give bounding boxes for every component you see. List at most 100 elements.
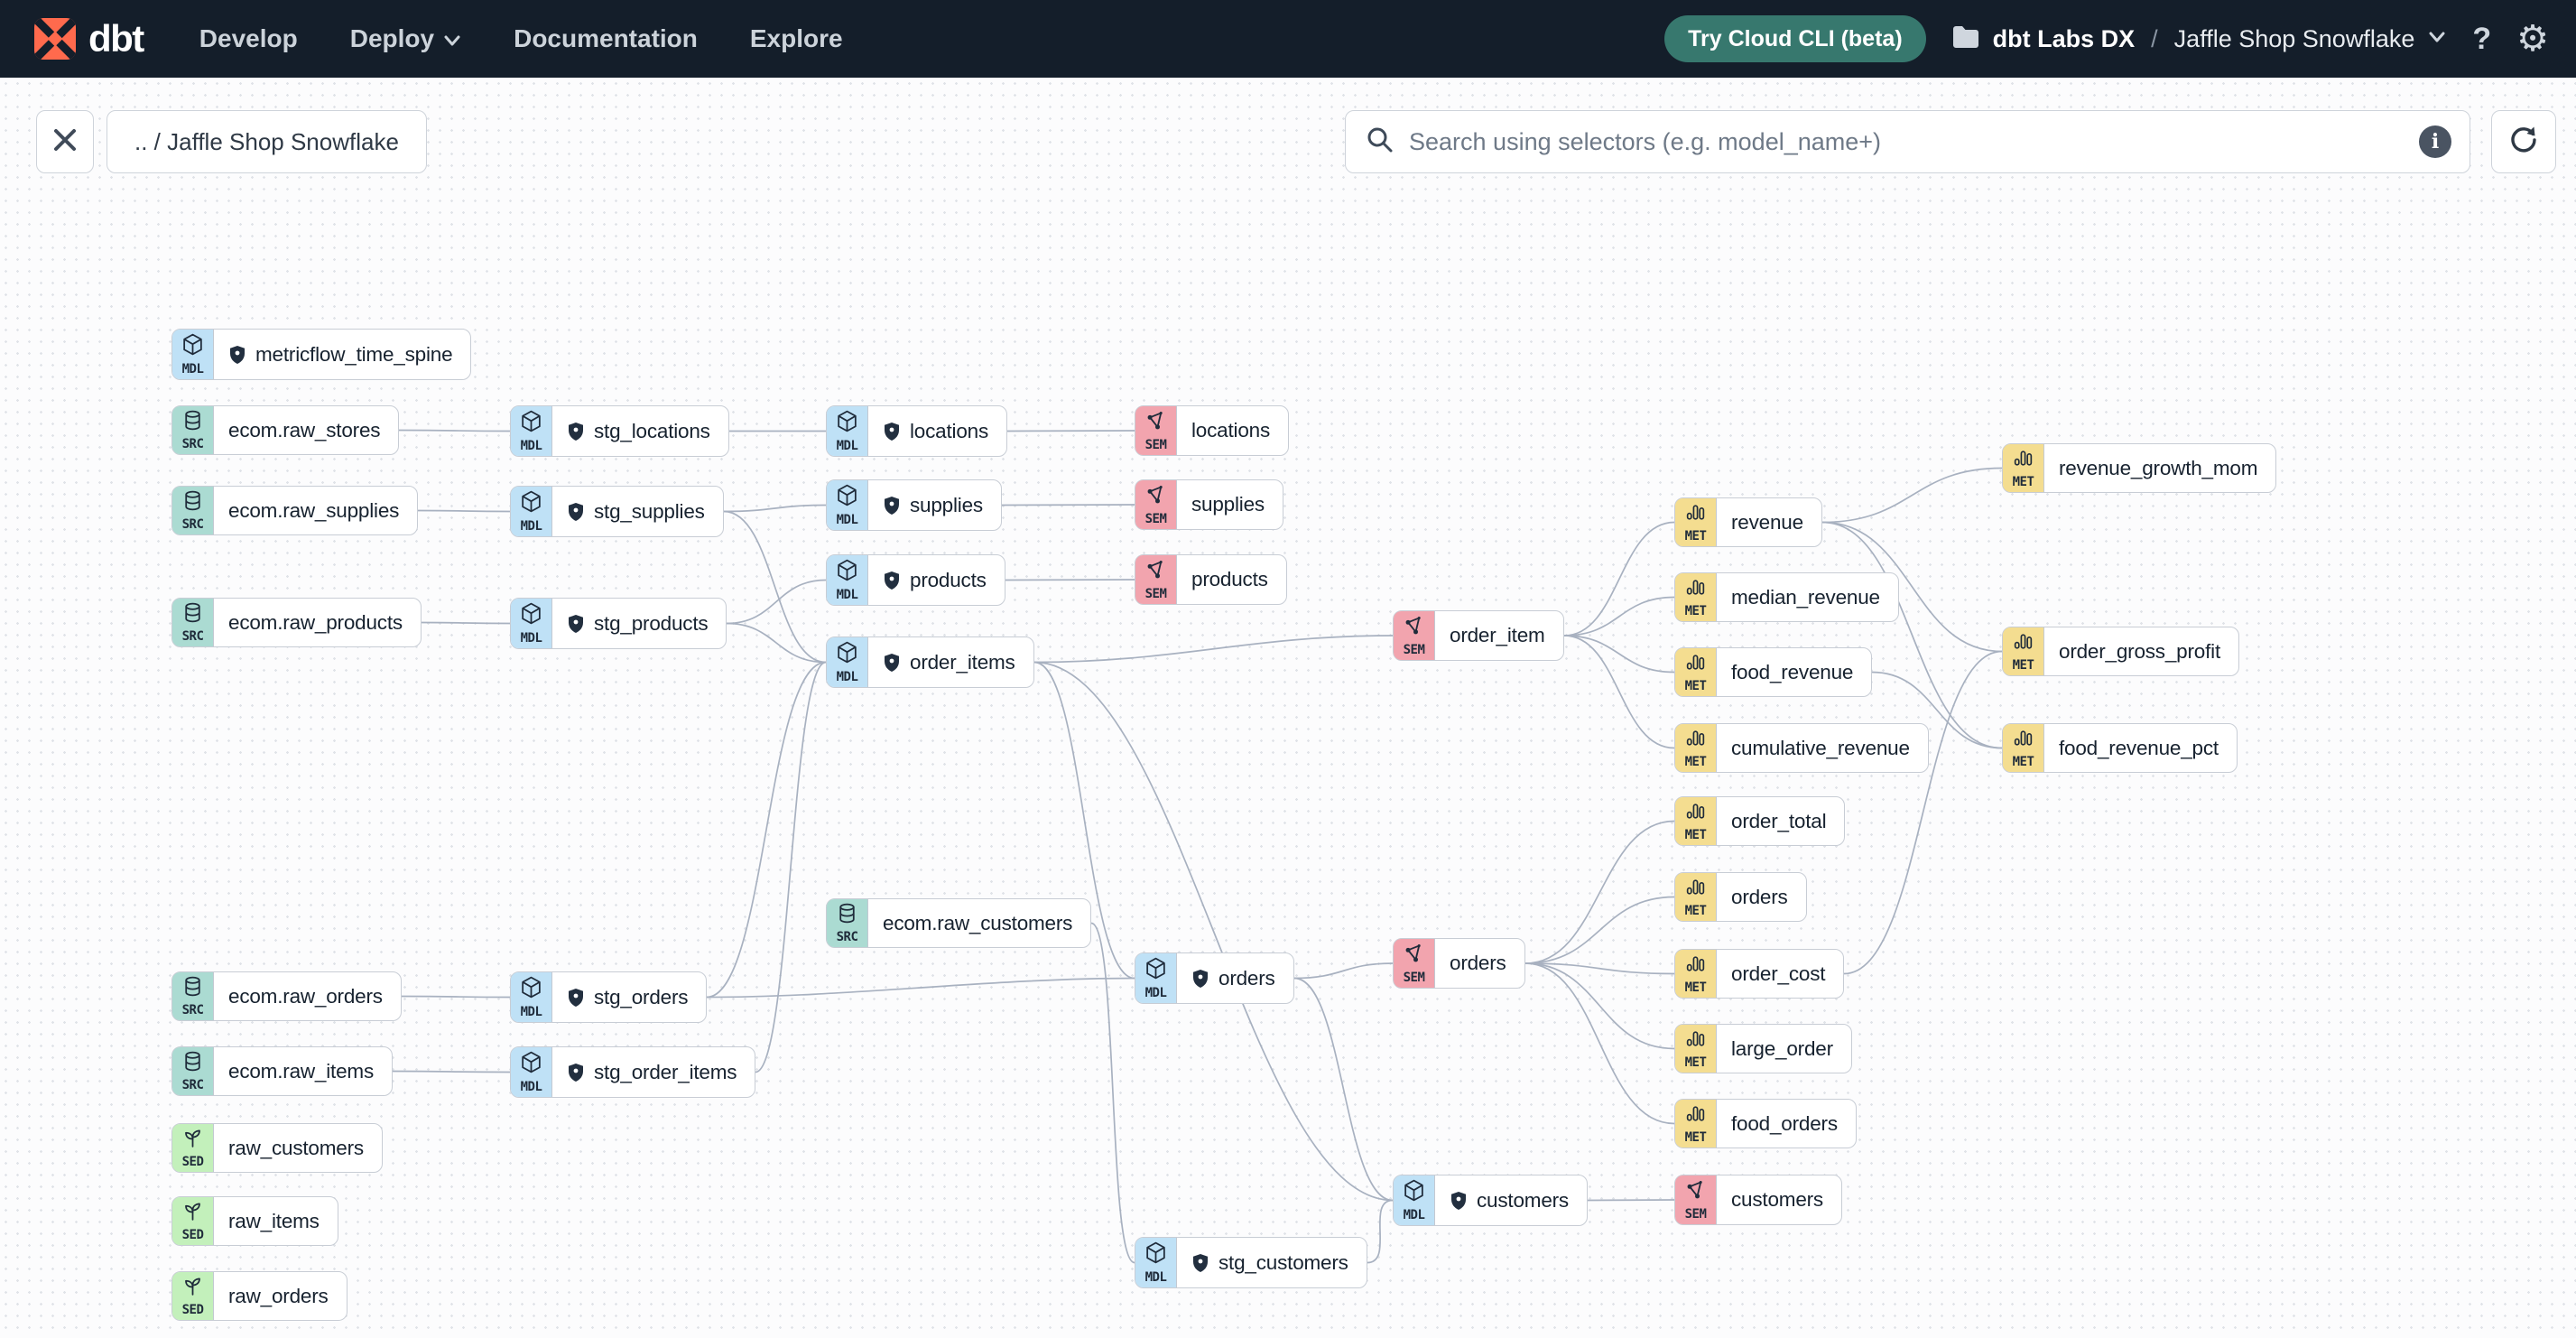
metric-icon — [2012, 727, 2034, 754]
breadcrumb[interactable]: .. / Jaffle Shop Snowflake — [107, 110, 427, 173]
nav-item-explore[interactable]: Explore — [749, 24, 843, 52]
model-icon — [835, 640, 859, 669]
node-label: ecom.raw_products — [228, 610, 403, 634]
source-icon — [181, 1050, 204, 1077]
node-type-label: MDL — [1144, 1270, 1167, 1285]
lineage-edge — [706, 661, 827, 999]
graph-node-mdl_stg_customers[interactable]: MDL stg_customers — [1135, 1237, 1367, 1288]
refresh-button[interactable] — [2491, 110, 2556, 173]
lineage-edge — [726, 579, 827, 625]
node-label: food_revenue — [1731, 660, 1854, 683]
lineage-edge — [1367, 1199, 1394, 1264]
metric-icon — [1684, 876, 1707, 903]
project-switcher[interactable]: dbt Labs DX / Jaffle Shop Snowflake — [1951, 25, 2448, 53]
node-type-label: MET — [2012, 658, 2034, 673]
try-cloud-cli-button[interactable]: Try Cloud CLI (beta) — [1664, 15, 1926, 62]
node-label: stg_supplies — [594, 499, 705, 523]
graph-node-mdl_locations[interactable]: MDL locations — [826, 405, 1008, 457]
node-type-badge: SEM — [1394, 611, 1435, 660]
lineage-edge — [1001, 504, 1135, 506]
node-type-label: MET — [1684, 604, 1707, 618]
seed-icon — [181, 1200, 204, 1227]
lineage-edge — [421, 621, 511, 625]
node-type-badge: SRC — [172, 972, 214, 1020]
gear-icon[interactable]: ⚙ — [2516, 19, 2549, 59]
node-type-badge: MET — [2003, 724, 2044, 772]
node-label: order_gross_profit — [2059, 639, 2220, 663]
lineage-edge — [723, 504, 827, 513]
node-label: stg_customers — [1219, 1250, 1348, 1274]
node-type-badge: MDL — [511, 599, 552, 648]
nav-item-develop[interactable]: Develop — [199, 24, 298, 52]
shield-icon — [883, 496, 901, 516]
metric-icon — [1684, 727, 1707, 754]
node-type-label: SEM — [1684, 1207, 1707, 1222]
lineage-edge — [417, 509, 511, 513]
node-label: supplies — [1191, 493, 1265, 516]
info-icon[interactable]: i — [2419, 125, 2451, 158]
node-type-label: MDL — [520, 631, 542, 646]
shield-icon — [1191, 969, 1209, 989]
node-type-label: MDL — [836, 439, 858, 453]
node-type-badge: SEM — [1394, 939, 1435, 988]
search-input[interactable] — [1409, 127, 2405, 156]
graph-node-met_order_gross_profit[interactable]: MET order_gross_profit — [2002, 627, 2239, 676]
nav-item-deploy[interactable]: Deploy — [350, 24, 461, 53]
source-icon — [181, 409, 204, 436]
lineage-edge — [1821, 521, 2003, 653]
lineage-edge — [1821, 521, 2003, 749]
shield-icon — [567, 502, 585, 522]
node-label: revenue_growth_mom — [2059, 456, 2258, 479]
lineage-edge — [726, 622, 827, 664]
node-label: orders — [1731, 885, 1788, 908]
dbt-brand[interactable]: dbt — [34, 17, 144, 60]
node-type-badge: SEM — [1135, 406, 1177, 455]
node-label: locations — [910, 419, 989, 442]
source-icon — [181, 489, 204, 516]
node-type-badge: MET — [1675, 573, 1717, 621]
node-label: stg_locations — [594, 419, 710, 442]
help-icon[interactable]: ? — [2472, 21, 2492, 56]
shield-icon — [883, 571, 901, 590]
nav-item-documentation[interactable]: Documentation — [514, 24, 698, 52]
close-lineage-button[interactable] — [36, 110, 94, 173]
